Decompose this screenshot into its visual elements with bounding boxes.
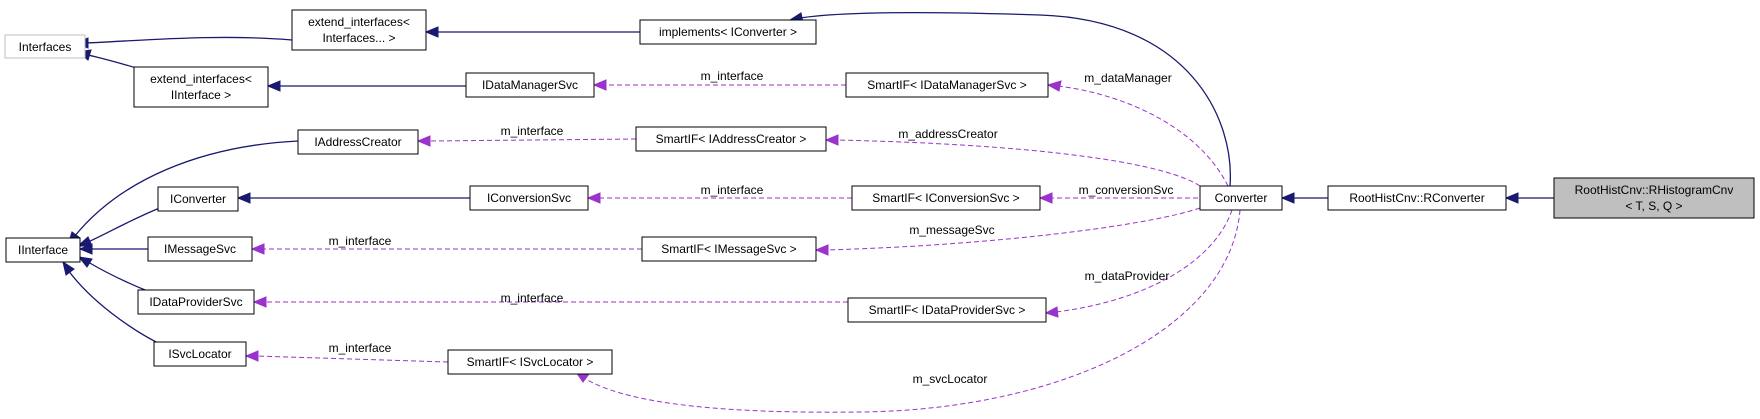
label-m-messagesvc: m_messageSvc xyxy=(909,223,994,237)
svg-text:extend_interfaces<: extend_interfaces< xyxy=(150,72,252,86)
label-m-svclocator: m_svcLocator xyxy=(913,372,988,386)
svg-text:IConversionSvc: IConversionSvc xyxy=(487,191,571,205)
label-m-interface-addresscreator: m_interface xyxy=(501,124,564,138)
svg-text:SmartIF< IDataManagerSvc >: SmartIF< IDataManagerSvc > xyxy=(867,78,1026,92)
node-interfaces[interactable]: Interfaces xyxy=(4,34,86,59)
node-extend-interfaces-variadic[interactable]: extend_interfaces< Interfaces... > xyxy=(291,9,427,51)
node-roothistcnv-rconverter[interactable]: RootHistCnv::RConverter xyxy=(1327,185,1507,211)
edge-labels: m_interface m_dataManager m_interface m_… xyxy=(329,69,1174,386)
edge-smartif-imessagesvc-m-interface xyxy=(250,243,642,255)
edge-smartif-iconversionsvc-m-interface xyxy=(586,192,852,204)
svg-text:IInterface >: IInterface > xyxy=(171,88,231,102)
node-iinterface[interactable]: IInterface xyxy=(5,237,81,263)
edge-converter-m-messagesvc xyxy=(814,207,1201,256)
label-m-datamanager: m_dataManager xyxy=(1084,71,1171,85)
edge-converter-m-addresscreator xyxy=(824,134,1201,187)
node-iaddresscreator[interactable]: IAddressCreator xyxy=(297,129,419,155)
edge-implements-to-extend-interfaces xyxy=(424,26,640,38)
edge-smartif-idataprovidersvc-m-interface xyxy=(252,296,848,308)
node-extend-interfaces-iinterface[interactable]: extend_interfaces< IInterface > xyxy=(133,66,269,108)
node-smartif-idatamanagersvc[interactable]: SmartIF< IDataManagerSvc > xyxy=(845,72,1049,98)
svg-text:SmartIF< IDataProviderSvc >: SmartIF< IDataProviderSvc > xyxy=(869,303,1026,317)
node-roothistcnv-rhistogramcnv[interactable]: RootHistCnv::RHistogramCnv < T, S, Q > xyxy=(1553,177,1755,219)
svg-text:RootHistCnv::RHistogramCnv: RootHistCnv::RHistogramCnv xyxy=(1575,183,1734,197)
edge-rhistogramcnv-to-rconverter xyxy=(1504,192,1554,204)
svg-text:RootHistCnv::RConverter: RootHistCnv::RConverter xyxy=(1349,191,1484,205)
edge-converter-to-implements xyxy=(788,11,1232,187)
svg-text:SmartIF< IConversionSvc >: SmartIF< IConversionSvc > xyxy=(872,191,1019,205)
svg-text:SmartIF< ISvcLocator >: SmartIF< ISvcLocator > xyxy=(467,355,594,369)
svg-text:IDataManagerSvc: IDataManagerSvc xyxy=(482,78,578,92)
label-m-addresscreator: m_addressCreator xyxy=(898,127,997,141)
label-m-conversionsvc: m_conversionSvc xyxy=(1079,183,1174,197)
edge-smartif-iaddresscreator-m-interface xyxy=(416,135,637,147)
svg-text:IMessageSvc: IMessageSvc xyxy=(164,242,236,256)
edge-rconverter-to-converter xyxy=(1280,192,1328,204)
label-m-interface-conversionsvc: m_interface xyxy=(701,183,764,197)
nodes: Interfaces extend_interfaces< Interfaces… xyxy=(4,9,1755,375)
edge-extend-interfaces-variadic-to-interfaces xyxy=(74,36,293,49)
label-m-interface-datamanager: m_interface xyxy=(701,69,764,83)
node-imessagesvc[interactable]: IMessageSvc xyxy=(147,236,253,262)
edge-smartif-isvclocator-m-interface xyxy=(244,350,449,363)
svg-text:IDataProviderSvc: IDataProviderSvc xyxy=(149,295,242,309)
svg-text:IAddressCreator: IAddressCreator xyxy=(314,135,401,149)
svg-text:SmartIF< IMessageSvc >: SmartIF< IMessageSvc > xyxy=(661,242,796,256)
svg-text:Converter: Converter xyxy=(1215,191,1268,205)
svg-text:IConverter: IConverter xyxy=(170,192,226,206)
svg-text:Interfaces... >: Interfaces... > xyxy=(322,31,395,45)
node-smartif-idataprovidersvc[interactable]: SmartIF< IDataProviderSvc > xyxy=(847,297,1047,323)
svg-text:implements< IConverter >: implements< IConverter > xyxy=(659,25,797,39)
svg-text:IInterface: IInterface xyxy=(18,243,68,257)
node-isvclocator[interactable]: ISvcLocator xyxy=(153,341,247,367)
node-idataprovidersvc[interactable]: IDataProviderSvc xyxy=(137,289,255,315)
label-m-interface-dataprovidersvc: m_interface xyxy=(501,291,564,305)
node-idatamanagersvc[interactable]: IDataManagerSvc xyxy=(465,72,595,98)
edge-idatamanagersvc-to-extend-interfaces xyxy=(266,80,466,92)
label-m-interface-svclocator: m_interface xyxy=(329,341,392,355)
node-smartif-iconversionsvc[interactable]: SmartIF< IConversionSvc > xyxy=(851,185,1041,211)
edge-iconversionsvc-to-iconverter xyxy=(236,192,470,204)
node-smartif-iaddresscreator[interactable]: SmartIF< IAddressCreator > xyxy=(635,126,827,152)
label-m-interface-messagesvc: m_interface xyxy=(329,234,392,248)
edge-idataprovidersvc-to-iinterface xyxy=(77,256,151,293)
svg-text:extend_interfaces<: extend_interfaces< xyxy=(308,15,410,29)
inheritance-edges xyxy=(62,11,1554,349)
node-smartif-isvclocator[interactable]: SmartIF< ISvcLocator > xyxy=(447,349,613,375)
edge-imessagesvc-to-iinterface xyxy=(78,243,148,255)
node-converter[interactable]: Converter xyxy=(1199,185,1283,211)
node-implements-iconverter[interactable]: implements< IConverter > xyxy=(639,19,817,45)
edge-converter-m-dataprovider xyxy=(1044,209,1233,318)
edge-iconverter-to-iinterface xyxy=(76,206,163,247)
edge-converter-m-conversionsvc xyxy=(1038,192,1198,204)
svg-text:Interfaces: Interfaces xyxy=(19,40,72,54)
svg-text:SmartIF< IAddressCreator >: SmartIF< IAddressCreator > xyxy=(656,132,807,146)
svg-text:< T, S, Q >: < T, S, Q > xyxy=(1625,199,1682,213)
edge-converter-m-datamanager xyxy=(1046,80,1229,187)
node-iconversionsvc[interactable]: IConversionSvc xyxy=(469,185,589,211)
label-m-dataprovider: m_dataProvider xyxy=(1085,269,1170,283)
node-iconverter[interactable]: IConverter xyxy=(157,186,239,212)
svg-text:ISvcLocator: ISvcLocator xyxy=(168,347,231,361)
node-smartif-imessagesvc[interactable]: SmartIF< IMessageSvc > xyxy=(641,236,817,262)
edge-smartif-idatamanagersvc-m-interface xyxy=(592,79,846,91)
